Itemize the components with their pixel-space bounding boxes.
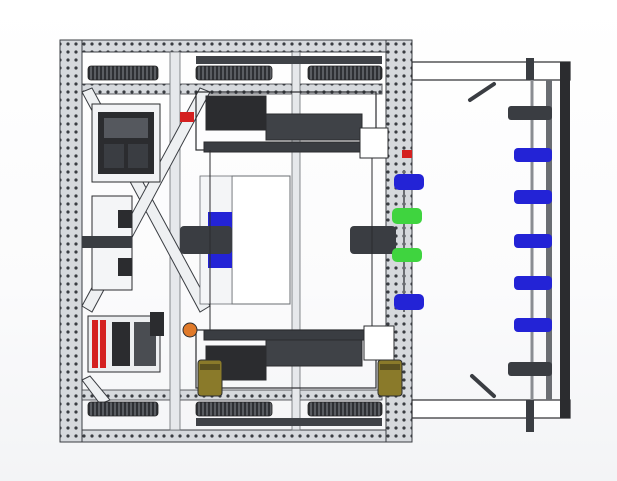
drive-motor-left <box>197 359 223 397</box>
limit-switch <box>402 150 412 158</box>
encoder-wheel <box>182 322 198 338</box>
status-led <box>180 112 194 122</box>
battery-pack <box>82 195 133 291</box>
motor-controller-bank <box>87 312 164 373</box>
drive-motor-right <box>377 359 403 397</box>
top-gear-train <box>87 56 383 81</box>
intake-roller-column <box>392 170 424 312</box>
arm-roller-column <box>508 80 552 400</box>
intake-linkage <box>195 91 395 389</box>
bottom-gear-train <box>87 401 383 426</box>
control-hub-module <box>91 103 161 183</box>
center-platen <box>180 175 396 305</box>
